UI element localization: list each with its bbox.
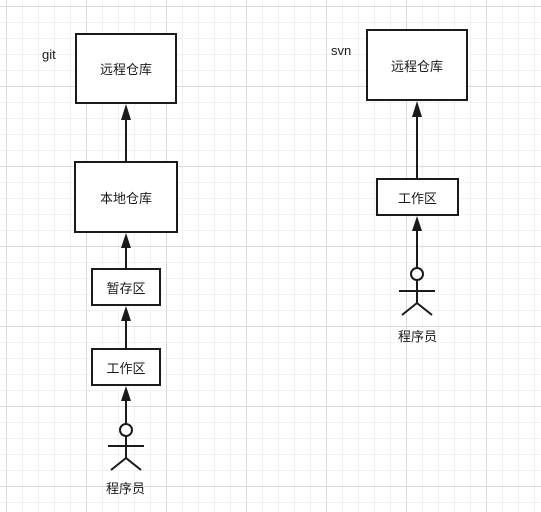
- git-remote-repo-text: 远程仓库: [99, 62, 152, 77]
- svn-arrowhead-remote: [412, 101, 422, 117]
- svn-remote-repo-box: 远程仓库: [366, 29, 468, 101]
- git-local-repo-text: 本地仓库: [99, 190, 152, 206]
- svn-arrowhead-workspace: [412, 216, 422, 231]
- git-label: git: [42, 47, 56, 62]
- git-arrowhead-remote: [121, 104, 131, 120]
- svn-workspace-text: 工作区: [397, 190, 437, 206]
- git-arrowhead-local: [121, 233, 131, 248]
- git-arrowhead-workspace: [121, 386, 131, 401]
- git-workspace-text: 工作区: [106, 360, 146, 376]
- git-staging-text: 暂存区: [106, 280, 146, 296]
- git-local-repo-box: 本地仓库: [74, 161, 178, 233]
- git-programmer-label: 程序员: [106, 481, 146, 496]
- svn-programmer-icon: [399, 267, 435, 316]
- git-remote-repo-box: 远程仓库: [75, 33, 177, 104]
- git-workspace-box: 工作区: [91, 348, 161, 386]
- svn-programmer-label: 程序员: [398, 329, 438, 344]
- svn-label: svn: [331, 43, 352, 58]
- git-programmer-icon: [108, 423, 144, 471]
- git-arrowhead-staging: [121, 306, 131, 321]
- svn-workspace-box: 工作区: [376, 178, 459, 216]
- svn-remote-repo-text: 远程仓库: [390, 58, 443, 74]
- git-staging-box: 暂存区: [91, 268, 161, 306]
